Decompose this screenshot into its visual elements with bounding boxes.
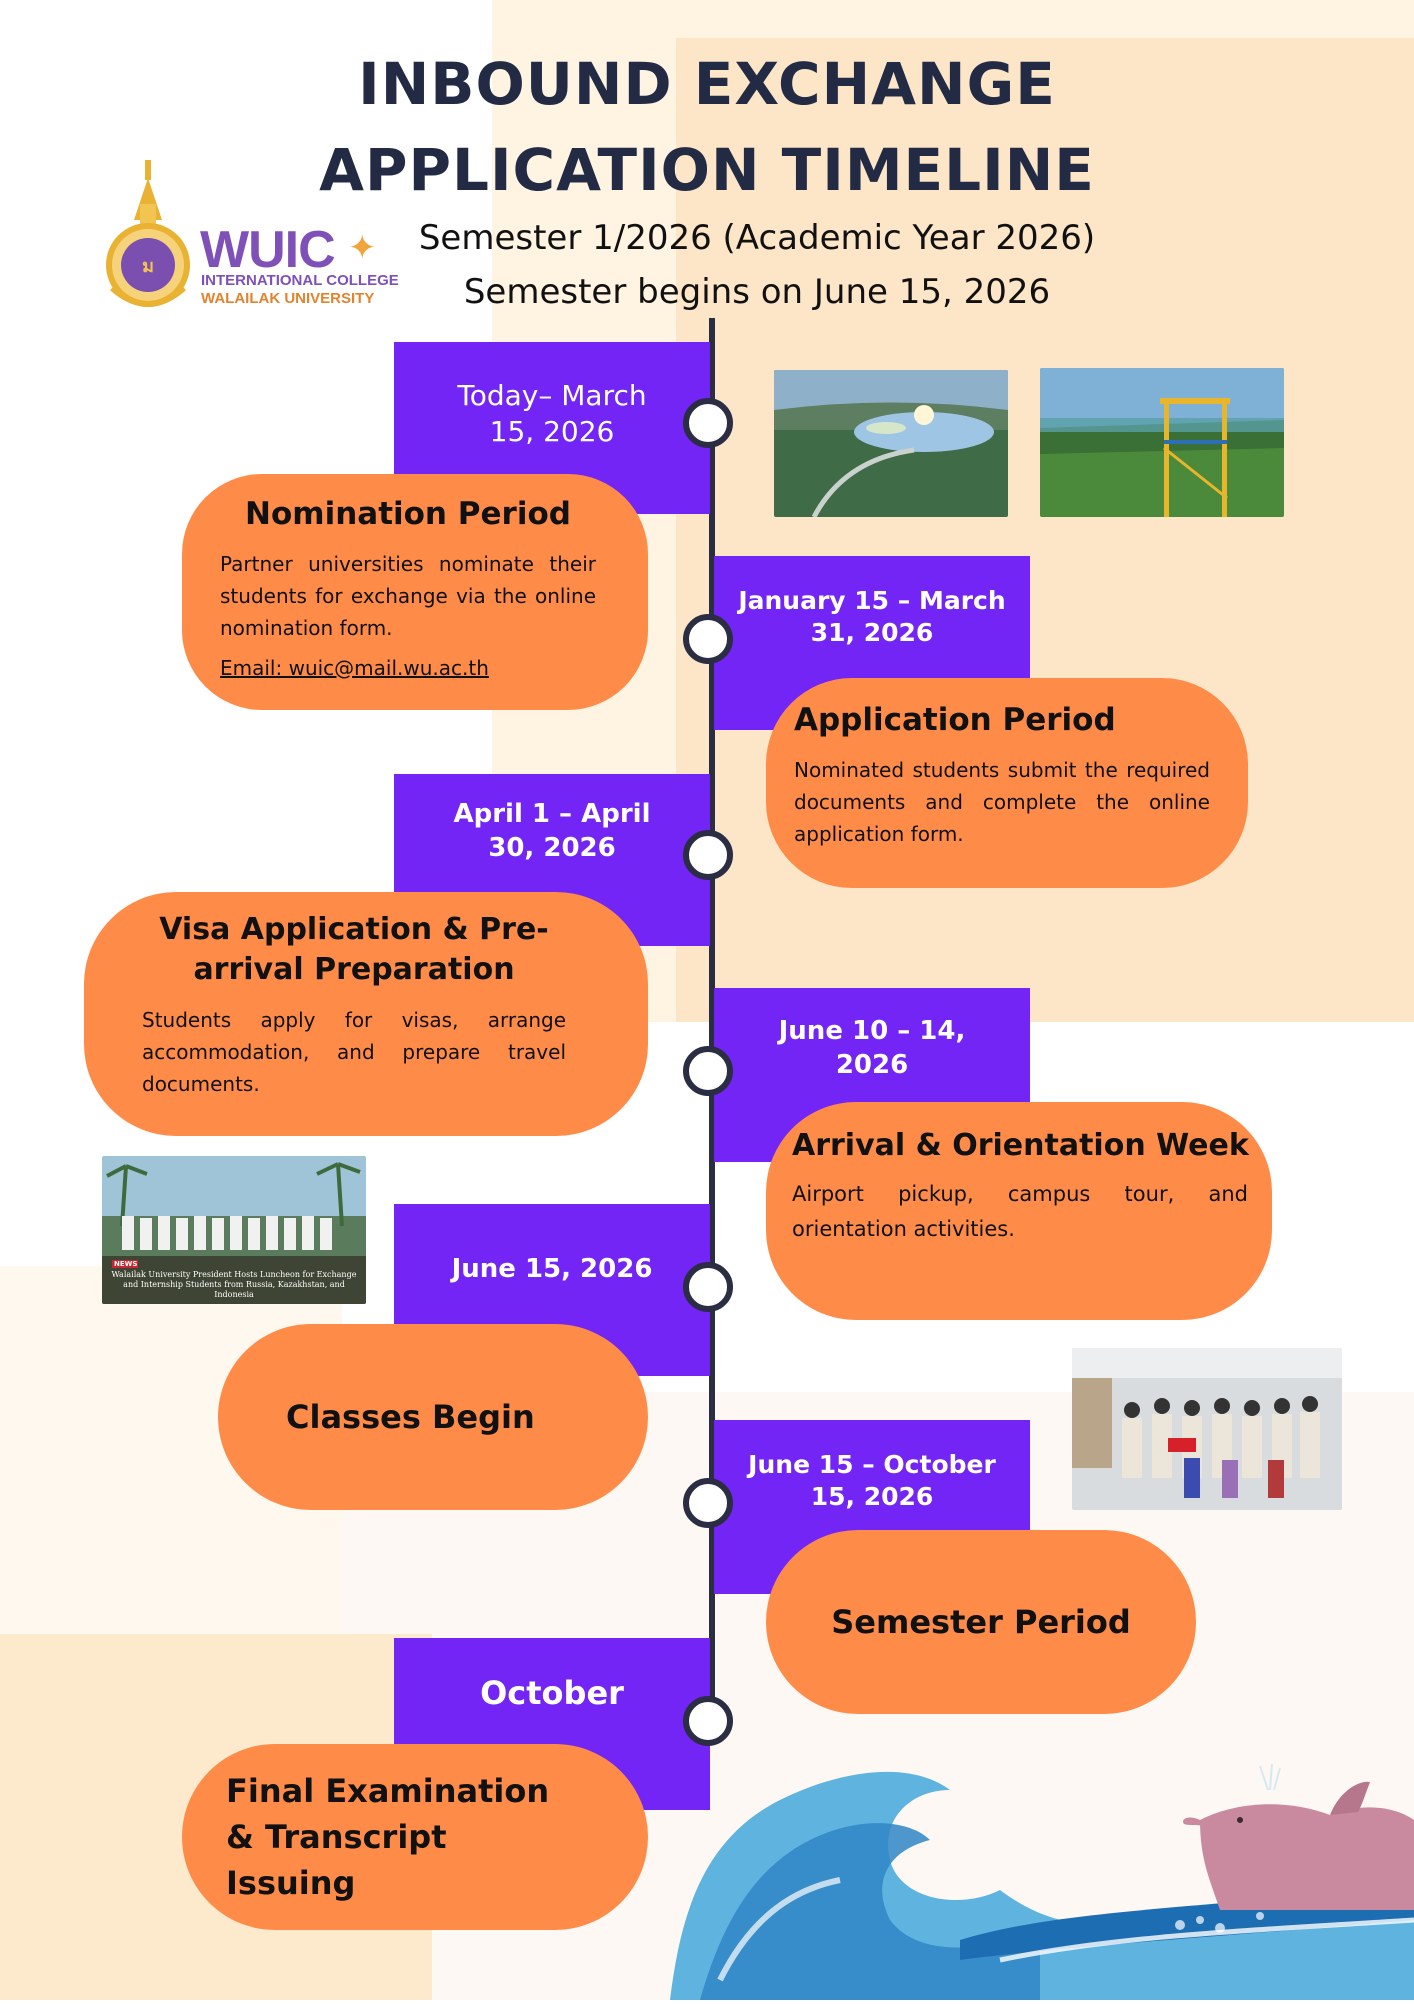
card-arrival: Arrival & Orientation Week Airport picku…: [766, 1102, 1272, 1320]
university-seal-icon: ม: [104, 160, 192, 316]
card-visa: Visa Application & Pre-arrival Preparati…: [84, 892, 648, 1136]
date-label: October: [480, 1674, 624, 1713]
card-title: Visa Application & Pre-arrival Preparati…: [159, 912, 549, 987]
news-tag: NEWS: [114, 1260, 138, 1268]
date-label: Today– March 15, 2026: [457, 378, 647, 448]
timeline-node: [683, 614, 733, 664]
card-title: Nomination Period: [245, 496, 571, 532]
timeline-node: [683, 830, 733, 880]
card-title: Classes Begin: [286, 1398, 535, 1436]
timeline-node: [683, 1478, 733, 1528]
subtitle-semester: Semester 1/2026 (Academic Year 2026): [418, 218, 1096, 258]
campus-aerial-photo: [774, 370, 1008, 517]
card-title: Semester Period: [831, 1603, 1131, 1641]
logo-university-name: WALAILAK UNIVERSITY: [201, 290, 375, 307]
wuic-wordmark: WUIC: [200, 221, 336, 279]
photo-caption: Walailak University President Hosts Lunc…: [111, 1270, 357, 1299]
canopy-walkway-photo: [1040, 368, 1284, 517]
date-label: June 10 – 14, 2026: [778, 1016, 966, 1080]
card-semester: Semester Period: [766, 1530, 1196, 1714]
card-description: Students apply for visas, arrange accomm…: [142, 1008, 566, 1096]
timeline-node: [683, 398, 733, 448]
card-description: Partner universities nominate their stud…: [220, 552, 596, 640]
timeline-node: [683, 1262, 733, 1312]
date-label: January 15 – March 31, 2026: [738, 585, 1006, 648]
subtitle-start-date: Semester begins on June 15, 2026: [463, 272, 1051, 312]
logo-college-name: INTERNATIONAL COLLEGE: [201, 272, 399, 289]
card-nomination: Nomination Period Partner universities n…: [182, 474, 648, 710]
timeline-node: [683, 1046, 733, 1096]
card-description: Airport pickup, campus tour, and orienta…: [792, 1182, 1248, 1241]
card-classes: Classes Begin: [218, 1324, 648, 1510]
wave-illustration: [660, 1720, 1414, 2000]
date-label: April 1 – April 30, 2026: [453, 799, 651, 863]
card-description: Nominated students submit the required d…: [794, 758, 1210, 846]
svg-text:ม: ม: [142, 256, 154, 277]
timeline-spine: [709, 318, 715, 1738]
card-application: Application Period Nominated students su…: [766, 678, 1248, 888]
timeline-node: [683, 1696, 733, 1746]
group-luncheon-photo: NEWS Walailak University President Hosts…: [102, 1156, 366, 1304]
card-title: Final Examination & Transcript Issuing: [226, 1772, 550, 1902]
page-title-line2: APPLICATION TIMELINE: [319, 136, 1095, 204]
airport-arrival-photo: [1072, 1348, 1342, 1510]
pink-dolphin-illustration: [1180, 1760, 1414, 1910]
date-label: June 15 – October 15, 2026: [748, 1449, 996, 1512]
sparkle-icon: ✦: [348, 228, 377, 268]
date-label: June 15, 2026: [451, 1254, 653, 1285]
card-final: Final Examination & Transcript Issuing: [182, 1744, 648, 1930]
email-link[interactable]: Email: wuic@mail.wu.ac.th: [220, 656, 489, 680]
page-title-line1: INBOUND EXCHANGE: [358, 50, 1056, 118]
card-title: Arrival & Orientation Week: [792, 1128, 1249, 1163]
card-title: Application Period: [794, 702, 1116, 738]
